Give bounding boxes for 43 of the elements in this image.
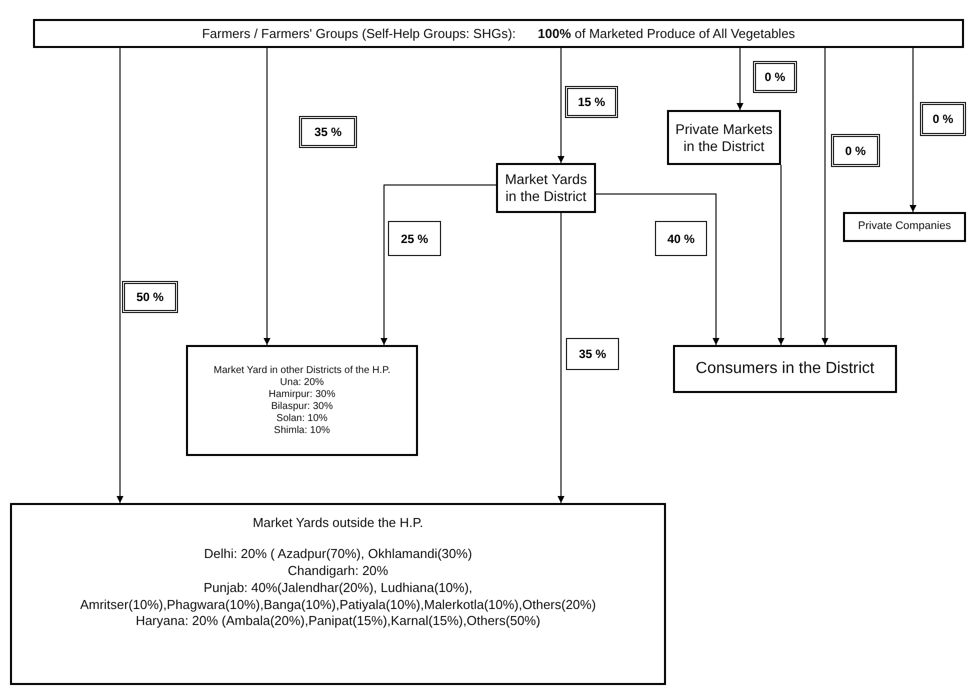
edge-label: 50 %: [122, 281, 178, 313]
box-text: Private Companies: [858, 220, 951, 234]
box-text: Solan: 10%: [276, 412, 328, 424]
box-text: Private Markets in the District: [674, 120, 774, 154]
edge-label: 35 %: [299, 116, 357, 148]
box-text: Farmers / Farmers' Groups (Self-Help Groups: SHGs):: [202, 26, 516, 42]
box-text: Shimla: 10%: [274, 424, 330, 436]
destination-box: [10, 503, 666, 685]
arrow: [558, 48, 564, 164]
box-text: 100% of Marketed Produce of All Vegetables: [538, 26, 796, 42]
edge-label: 35 %: [566, 338, 619, 370]
arrow: [558, 212, 564, 504]
private-market-box: [667, 110, 781, 165]
box-text: Market Yards in the District: [504, 171, 588, 205]
source-box: [33, 19, 964, 48]
arrow: [910, 48, 916, 212]
arrow: [596, 194, 720, 346]
edge-label: 0 %: [753, 61, 797, 93]
arrow: [116, 48, 124, 504]
box-text: Una: 20%: [280, 376, 324, 388]
edge-label: 40 %: [655, 221, 707, 256]
box-text: Hamirpur: 30%: [268, 388, 336, 400]
arrow: [822, 48, 828, 346]
arrow: [778, 164, 784, 346]
destination-box: [186, 345, 418, 456]
edge-label: 25 %: [388, 221, 441, 256]
edge-label: 0 %: [920, 102, 966, 136]
arrow: [736, 48, 744, 110]
company-box: [843, 212, 966, 242]
arrow: [380, 184, 496, 346]
arrow: [264, 48, 270, 346]
consumer-box: [673, 345, 897, 393]
box-heading: Market Yards outside the H.P.: [252, 515, 424, 532]
box-heading: Market Yard in other Districts of the H.P.: [214, 364, 390, 376]
edge-label: 15 %: [565, 86, 618, 118]
box-text: Punjab: 40%(Jalendhar(20%), Ludhiana(10%), Amritser(10%),Phagwara(10%),Banga(10%),Patiyala(10%),Malerkotla(10%),Others(20%): [79, 580, 597, 614]
box-text: Haryana: 20% (Ambala(20%),Panipat(15%),Karnal(15%),Others(50%): [136, 613, 540, 630]
market-yard-box: [496, 163, 596, 213]
box-text: Bilaspur: 30%: [271, 400, 333, 412]
box-text: Delhi: 20% ( Azadpur(70%), Okhlamandi(30%): [204, 546, 472, 563]
box-text: Consumers in the District: [696, 359, 874, 379]
edge-label: 0 %: [831, 134, 880, 167]
box-text: Chandigarh: 20%: [288, 562, 388, 580]
